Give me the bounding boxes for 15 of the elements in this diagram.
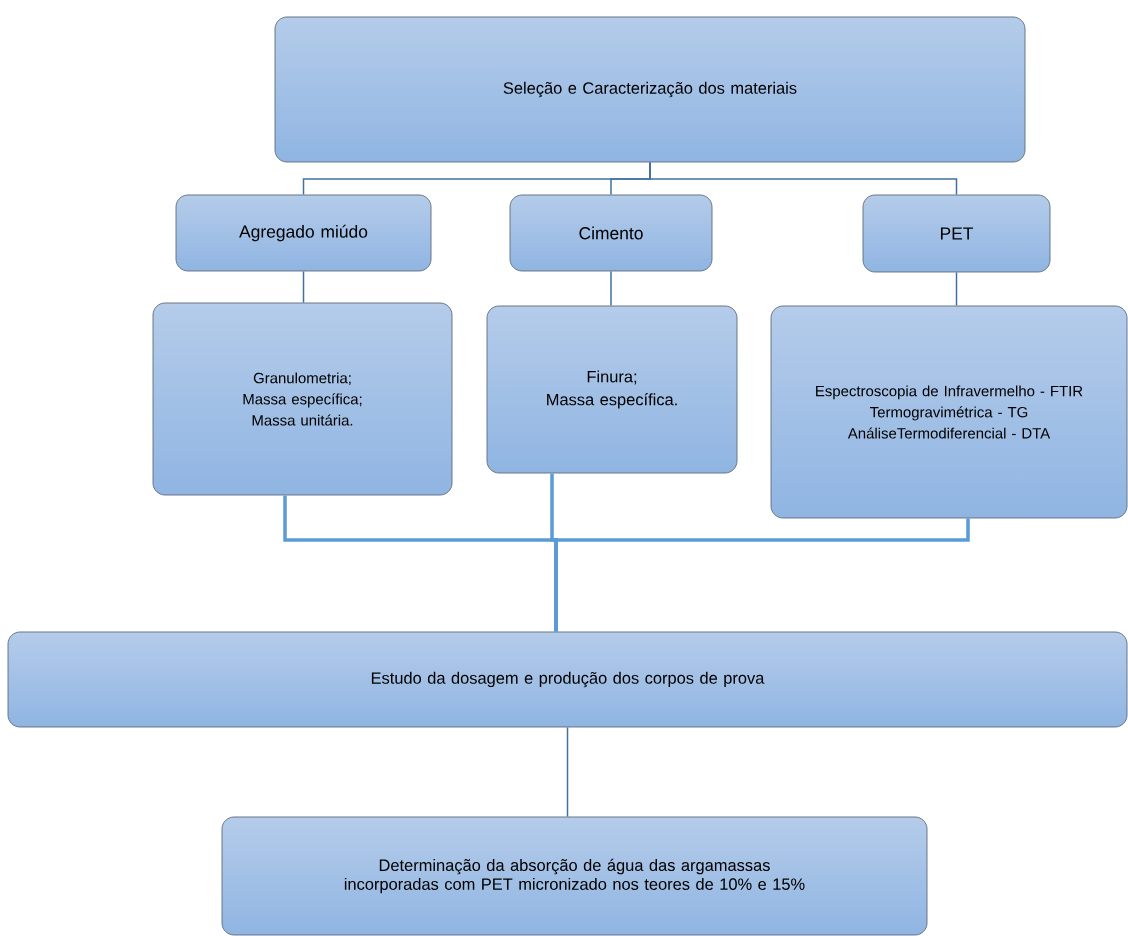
connector-line [649,161,958,196]
connector-line [554,518,970,632]
process-box: Granulometria; Massa específica; Massa unitária. [152,302,453,496]
connector-line [610,270,612,307]
process-box: Finura; Massa específica. [486,305,738,474]
connector-line [955,271,958,307]
process-box: PET [862,194,1051,273]
process-box: Determinação da absorção de água das argamassas incorporadas com PET micronizado nos teores de 10% e 15% [221,816,928,936]
process-box: Seleção e Caracterização dos materiais [274,16,1026,163]
process-box: Cimento [509,194,713,272]
process-box: Agregado miúdo [175,194,432,272]
process-box: Espectroscopia de Infravermelho - FTIR Termogravimétrica - TG AnáliseTermodiferencial - DTA [770,305,1128,519]
process-box: Estudo da dosagem e produção dos corpos de prova [7,631,1128,728]
connector-line [566,726,569,818]
connector-line [302,270,305,304]
